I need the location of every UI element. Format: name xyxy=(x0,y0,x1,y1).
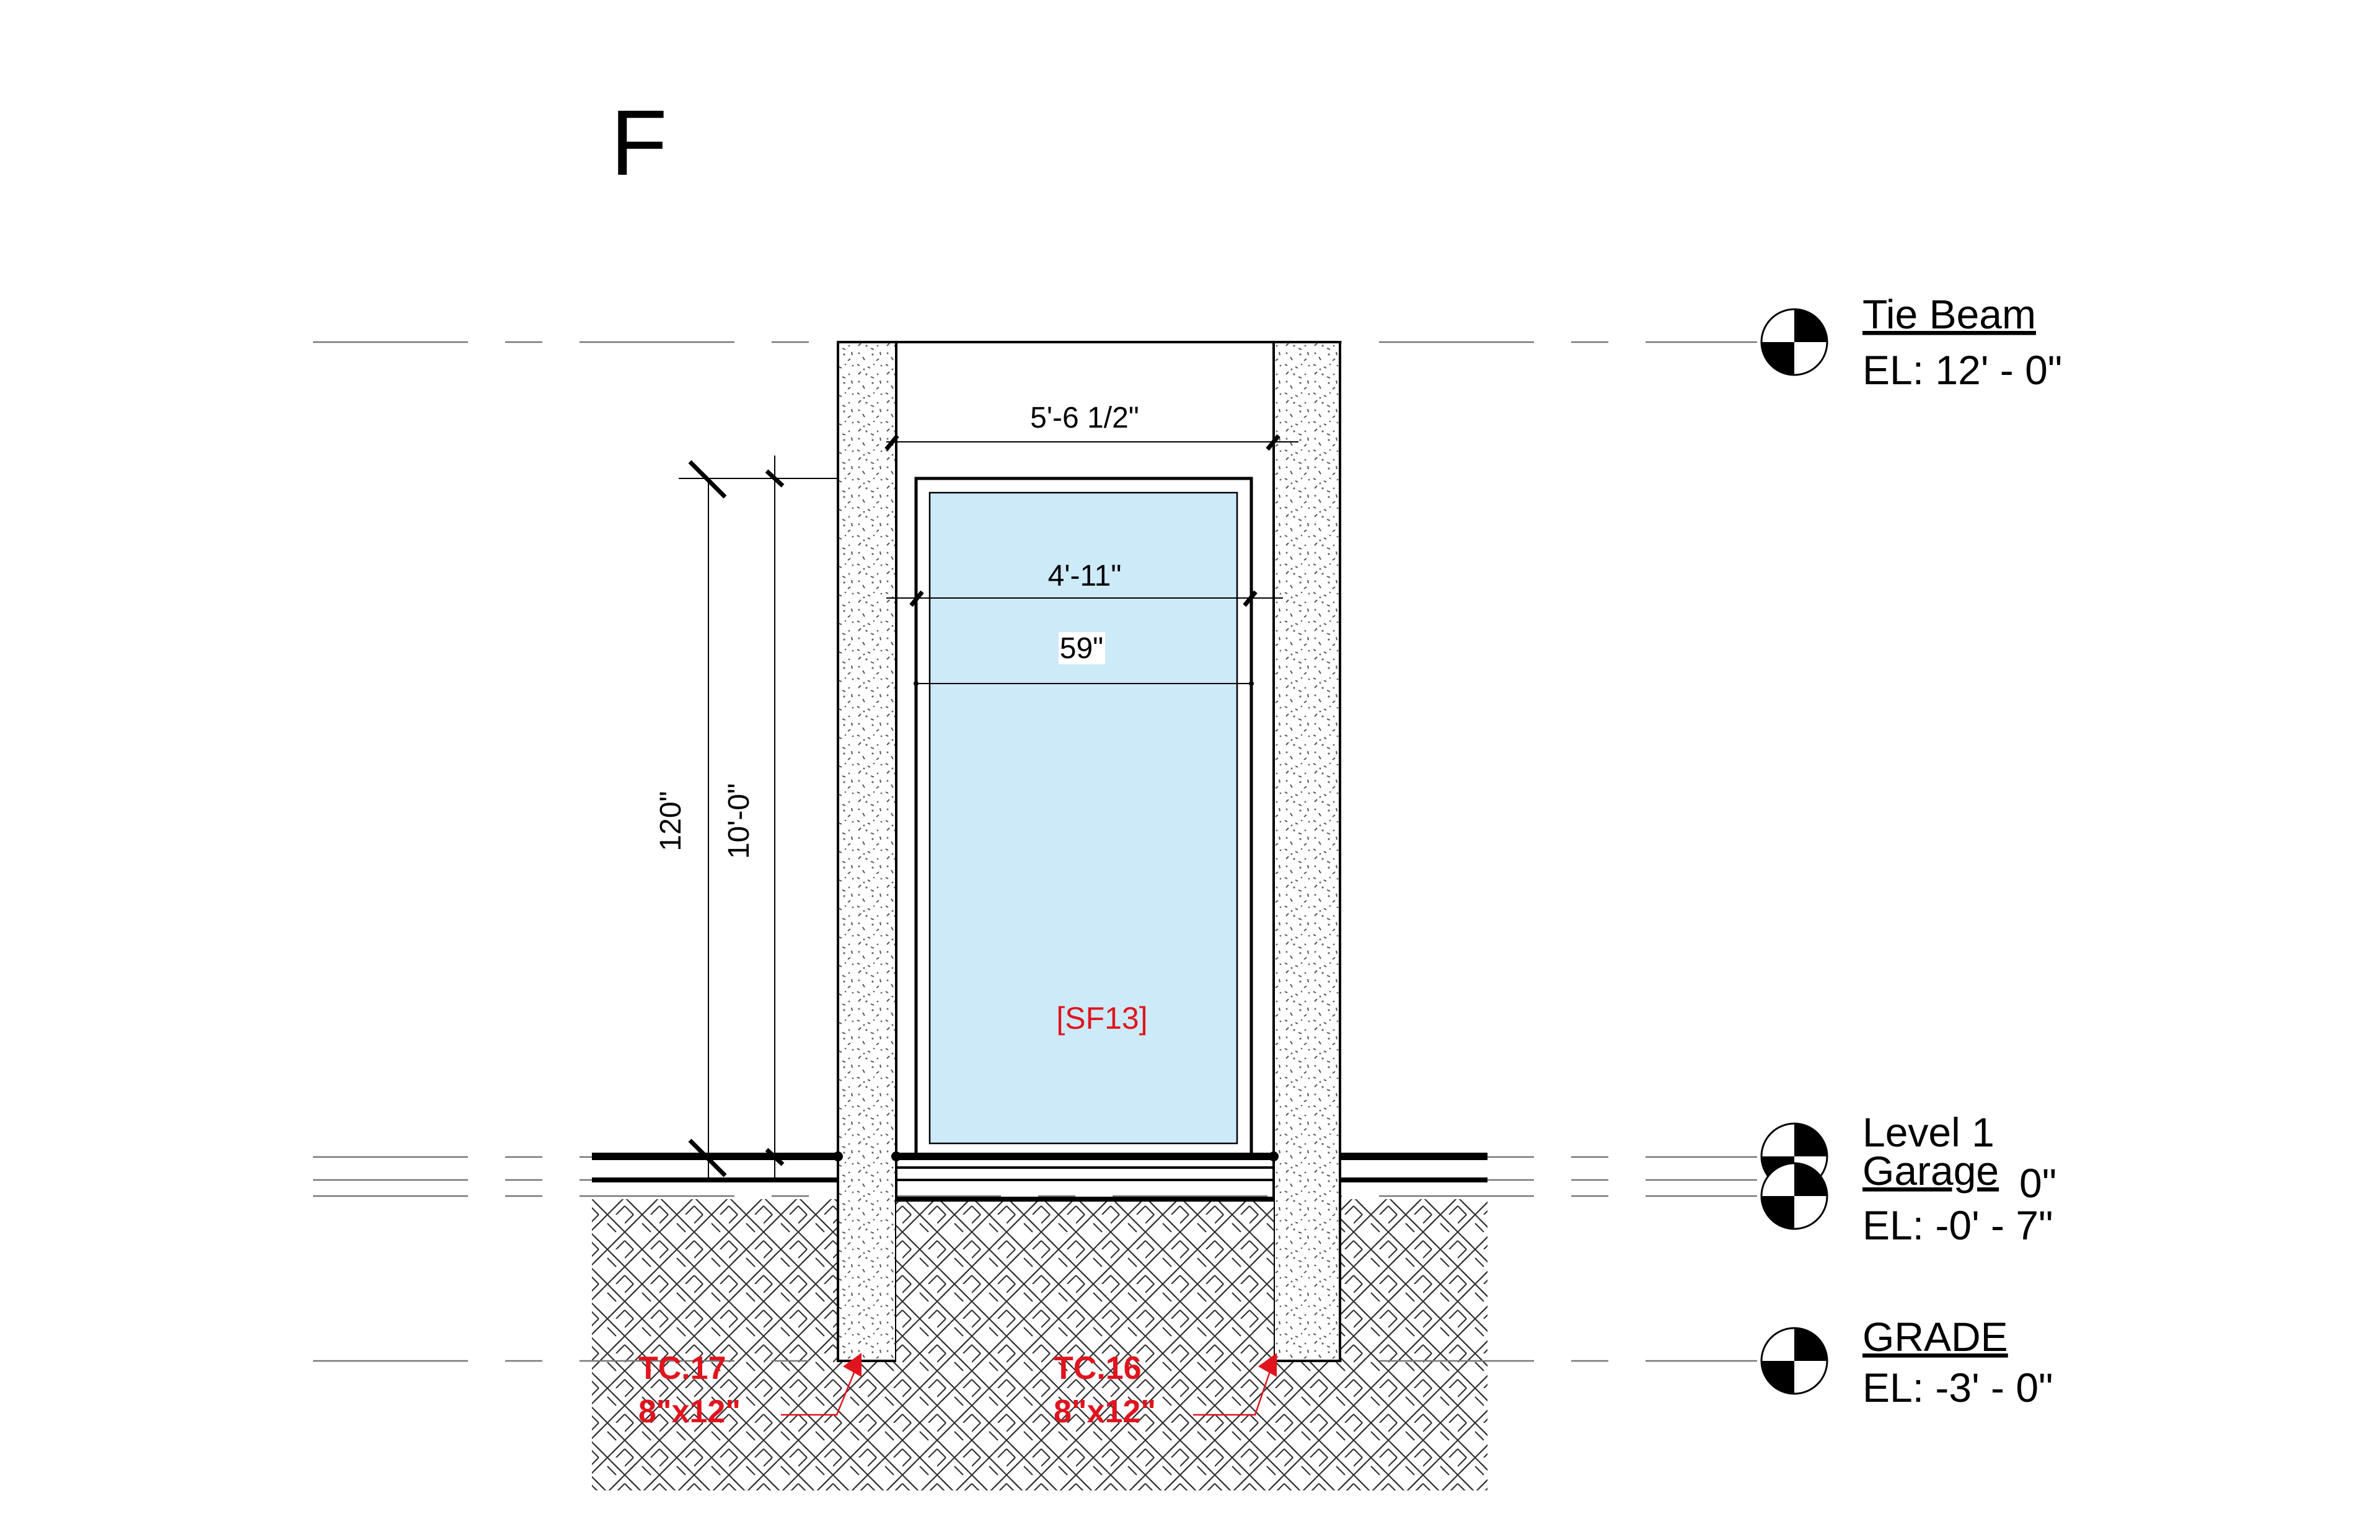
column-tag-tc17-id: TC.17 xyxy=(638,1350,726,1386)
section-letter: F xyxy=(610,90,668,195)
column-tag-tc17-leader xyxy=(781,1369,857,1416)
level-1-name: Level 1 xyxy=(1862,1109,1994,1155)
overall-width-label: 5'-6 1/2" xyxy=(1030,402,1139,434)
slab-node-mid-left xyxy=(891,1151,901,1161)
column-tag-tc17-arrow xyxy=(843,1353,862,1377)
column-tag-tc16-size: 8"x12" xyxy=(1054,1394,1156,1430)
tie-beam-elevation: EL: 12' - 0" xyxy=(1862,347,2062,393)
level-marker-garage: Garage EL: -0' - 7" xyxy=(1760,1148,2053,1248)
earth-between-columns xyxy=(896,1199,1274,1490)
level-1-elevation: 0" xyxy=(2019,1160,2056,1206)
slab-node-mid-right xyxy=(1269,1151,1279,1161)
frame-width-label: 4'-11" xyxy=(1048,560,1122,592)
level-lines xyxy=(313,341,1757,1362)
height-inches-label: 120" xyxy=(654,791,687,851)
grade-name: GRADE xyxy=(1862,1314,2008,1360)
left-column xyxy=(837,341,897,1362)
slab-lines xyxy=(592,1153,1488,1202)
column-tag-tc16-id: TC.16 xyxy=(1054,1350,1142,1386)
slab-node-left xyxy=(833,1151,843,1161)
dim-dot-left xyxy=(914,681,919,686)
column-tag-tc16-arrow xyxy=(1258,1353,1277,1377)
column-tag-tc17-size: 8"x12" xyxy=(638,1394,741,1430)
right-column xyxy=(1272,341,1341,1362)
storefront-tag: [SF13] xyxy=(1056,1001,1147,1036)
garage-name: Garage xyxy=(1862,1148,1999,1194)
inches-label-bg xyxy=(1059,632,1105,664)
column-tag-tc17: TC.17 8"x12" xyxy=(638,1350,862,1430)
column-tag-tc16: TC.16 8"x12" xyxy=(1054,1350,1277,1430)
level-marker-grade: GRADE EL: -3' - 0" xyxy=(1760,1314,2053,1410)
vertical-dimensions xyxy=(679,455,838,1181)
storefront-glass xyxy=(928,491,1238,1145)
tie-beam-name: Tie Beam xyxy=(1862,291,2036,337)
level-marker-tie-beam: Tie Beam EL: 12' - 0" xyxy=(1760,291,2062,393)
column-tag-tc16-leader xyxy=(1193,1369,1272,1416)
horizontal-dimensions xyxy=(886,441,1298,684)
height-feet-label: 10'-0" xyxy=(723,783,756,859)
dimension-ticks xyxy=(884,434,1280,607)
frame-width-inches-label: 59" xyxy=(1060,632,1103,665)
level-marker-level-1: Level 1 0" xyxy=(1760,1109,2056,1206)
grade-elevation: EL: -3' - 0" xyxy=(1862,1365,2053,1410)
dim-dot-right xyxy=(1249,681,1254,686)
garage-elevation: EL: -0' - 7" xyxy=(1862,1202,2053,1248)
vertical-dimension-ticks xyxy=(688,460,785,1177)
